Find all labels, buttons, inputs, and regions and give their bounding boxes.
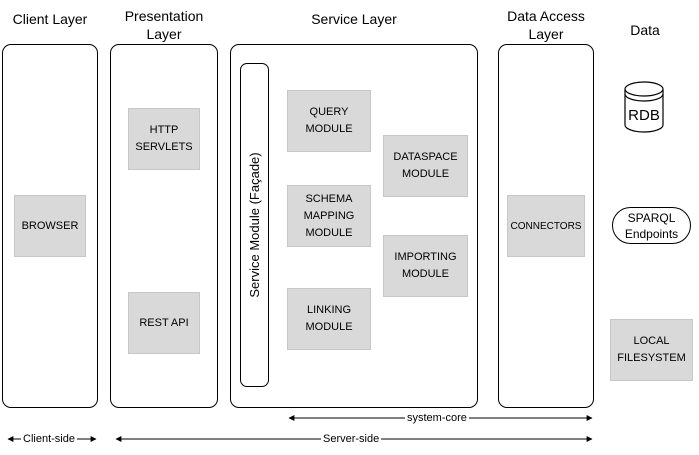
connectors-box: CONNECTORS [507,195,585,257]
client-side-label: Client-side [21,433,77,445]
rdb-label: RDB [628,106,660,124]
schema-mapping-module-box: SCHEMA MAPPING MODULE [287,185,371,247]
linking-module-box: LINKING MODULE [287,288,371,350]
sparql-endpoints-pill: SPARQL Endpoints [612,207,691,244]
server-side-label: Server-side [321,433,382,445]
http-servlets-box: HTTP SERVLETS [128,108,200,170]
header-client-layer: Client Layer [12,11,88,27]
rdb-cylinder [624,81,664,133]
local-filesystem-box: LOCAL FILESYSTEM [610,319,693,381]
header-data-access-layer: Data Access Layer [507,8,585,42]
service-module-facade [240,63,269,387]
system-core-label: system-core [405,412,469,424]
header-data: Data [630,22,660,38]
header-service-layer: Service Layer [311,11,397,27]
dataspace-module-box: DATASPACE MODULE [383,135,468,197]
browser-box: BROWSER [14,195,86,257]
query-module-box: QUERY MODULE [287,90,371,152]
header-presentation-layer: Presentation Layer [124,8,204,42]
importing-module-box: IMPORTING MODULE [383,235,468,297]
rest-api-box: REST API [128,292,200,354]
